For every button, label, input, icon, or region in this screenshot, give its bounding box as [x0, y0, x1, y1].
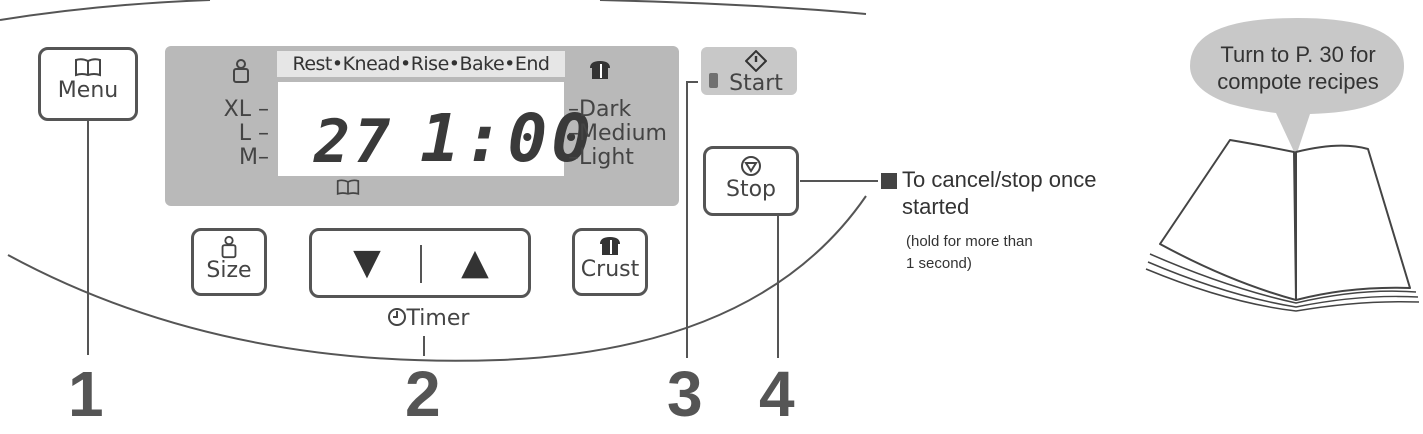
callout-number-1: 1 [68, 358, 104, 430]
size-xl-label: XL – [223, 97, 269, 122]
stop-button-label: Stop [725, 177, 776, 202]
display-screen [278, 82, 564, 176]
menu-number-readout: 27 [314, 107, 395, 177]
size-button-label: Size [206, 258, 252, 283]
size-icon [232, 58, 250, 88]
body-top-arc-right [599, 0, 867, 15]
menu-button[interactable]: Menu [38, 47, 138, 121]
callout-number-4: 4 [759, 358, 795, 430]
crust-button-icon [575, 236, 645, 258]
timer-down-button[interactable]: ▼ [353, 242, 381, 283]
crust-button-label: Crust [580, 257, 640, 282]
stage-labels: Rest•Knead•Rise•Bake•End [292, 53, 550, 75]
body-top-arc-left [0, 0, 211, 21]
menu-button-label: Menu [57, 78, 119, 103]
stop-button[interactable]: Stop [703, 146, 799, 216]
callout-number-3: 3 [667, 358, 703, 430]
stop-note-title: To cancel/stop once [902, 167, 1097, 192]
start-button-label: Start [729, 71, 783, 96]
timer-label: Timer [368, 307, 488, 331]
leader-line-3 [686, 81, 698, 358]
book-page-edges [1145, 253, 1420, 312]
book-icon [41, 57, 135, 79]
bubble-text-line2: compote recipes [1217, 69, 1379, 94]
speech-bubble [1190, 18, 1404, 156]
bubble-text-line1: Turn to P. 30 for [1220, 42, 1376, 67]
crust-button[interactable]: Crust [572, 228, 648, 296]
size-button[interactable]: Size [191, 228, 267, 296]
stop-note-sub-line2: 1 second) [906, 255, 972, 272]
stop-icon [741, 156, 761, 176]
stage-indicator-bar [277, 51, 565, 77]
callout-number-2: 2 [405, 358, 441, 430]
size-m-label: M– [239, 145, 269, 170]
timer-arrows-button[interactable]: ▼ ▲ [309, 228, 531, 298]
note-bullet-square [881, 173, 897, 189]
menu-book-indicator-icon [336, 178, 360, 200]
crust-dark-label: –Dark [568, 97, 632, 122]
crust-light-label: –Light [568, 145, 634, 170]
timer-up-button[interactable]: ▲ [461, 242, 489, 283]
crust-icon [588, 60, 612, 84]
time-readout: 1:00 [420, 100, 595, 177]
start-indicator-light [709, 73, 718, 88]
open-book-icon [1159, 139, 1411, 301]
size-l-label: L – [238, 121, 269, 146]
stop-note-sub-line1: (hold for more than [906, 233, 1033, 250]
size-button-icon [194, 235, 264, 259]
clock-icon [387, 308, 406, 326]
start-icon [744, 49, 768, 73]
timer-arrows-divider [420, 245, 422, 283]
stop-note-title-line2: started [902, 194, 970, 219]
crust-medium-label: –Medium [568, 121, 667, 146]
